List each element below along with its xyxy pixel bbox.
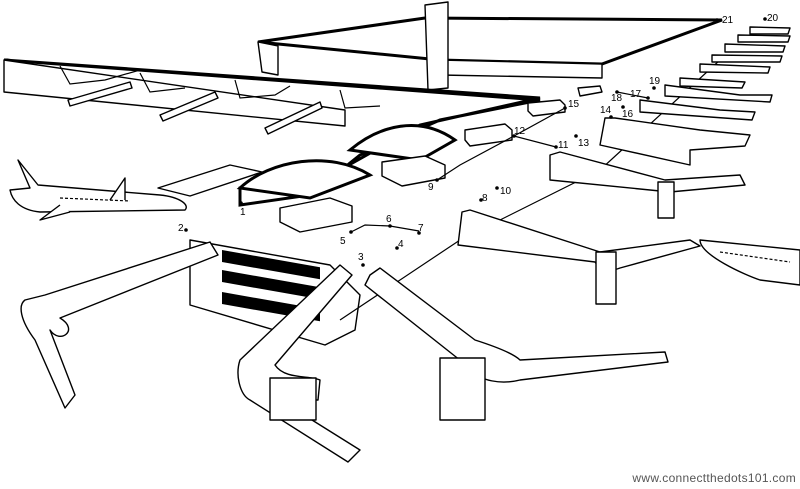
dot-13 bbox=[574, 134, 578, 138]
dot-label-11: 11 bbox=[558, 140, 569, 151]
dot-12 bbox=[512, 134, 516, 138]
dot-8 bbox=[479, 198, 483, 202]
dot-label-4: 4 bbox=[398, 239, 404, 250]
dot-label-6: 6 bbox=[386, 214, 392, 225]
dot-label-9: 9 bbox=[428, 182, 434, 193]
dot-10 bbox=[495, 186, 499, 190]
dot-markers bbox=[184, 17, 767, 267]
dot-6 bbox=[388, 224, 392, 228]
dot-label-3: 3 bbox=[358, 252, 364, 263]
dot-3 bbox=[361, 263, 365, 267]
dot-16 bbox=[621, 105, 625, 109]
dot-18 bbox=[615, 90, 619, 94]
right-pier bbox=[364, 267, 669, 421]
dot-20 bbox=[763, 17, 767, 21]
dot-15 bbox=[563, 106, 567, 110]
left-pier bbox=[20, 241, 219, 409]
dot-21 bbox=[715, 18, 719, 22]
dot-1 bbox=[239, 201, 243, 205]
dot-label-10: 10 bbox=[500, 186, 512, 197]
dot-label-17: 17 bbox=[630, 89, 642, 100]
dot-label-5: 5 bbox=[340, 236, 346, 247]
domed-halls bbox=[236, 85, 603, 233]
dot-label-15: 15 bbox=[568, 99, 580, 110]
dot-5 bbox=[349, 230, 353, 234]
dot-label-2: 2 bbox=[178, 223, 184, 234]
dot-label-13: 13 bbox=[578, 138, 590, 149]
airplane-right bbox=[699, 239, 800, 286]
center-pier bbox=[237, 264, 361, 463]
dot-4 bbox=[395, 246, 399, 250]
dot-11 bbox=[554, 145, 558, 149]
left-terminal-building bbox=[3, 58, 541, 207]
dot-2 bbox=[184, 228, 188, 232]
far-right-piers bbox=[457, 26, 791, 305]
terminal-roof bbox=[257, 1, 723, 91]
dot-7 bbox=[417, 231, 421, 235]
dot-label-7: 7 bbox=[418, 223, 424, 234]
dot-17 bbox=[646, 96, 650, 100]
left-small-building bbox=[157, 164, 263, 197]
dot-label-8: 8 bbox=[482, 193, 488, 204]
dot-label-20: 20 bbox=[767, 13, 779, 24]
dot-label-14: 14 bbox=[600, 105, 612, 116]
dot-9 bbox=[435, 178, 439, 182]
dot-label-18: 18 bbox=[611, 93, 623, 104]
dot-label-12: 12 bbox=[514, 126, 526, 137]
dot-label-19: 19 bbox=[649, 76, 661, 87]
dot-label-16: 16 bbox=[622, 109, 634, 120]
dot-14 bbox=[609, 115, 613, 119]
watermark: www.connectthedots101.com bbox=[632, 471, 796, 485]
dot-label-21: 21 bbox=[722, 15, 734, 26]
dot-19 bbox=[652, 86, 656, 90]
dot-numbers: 1 2 3 4 5 6 7 8 9 10 11 12 13 14 15 16 1… bbox=[178, 13, 779, 263]
dot-label-1: 1 bbox=[240, 207, 246, 218]
guide-lines bbox=[350, 91, 649, 233]
airplane-left bbox=[9, 159, 187, 221]
